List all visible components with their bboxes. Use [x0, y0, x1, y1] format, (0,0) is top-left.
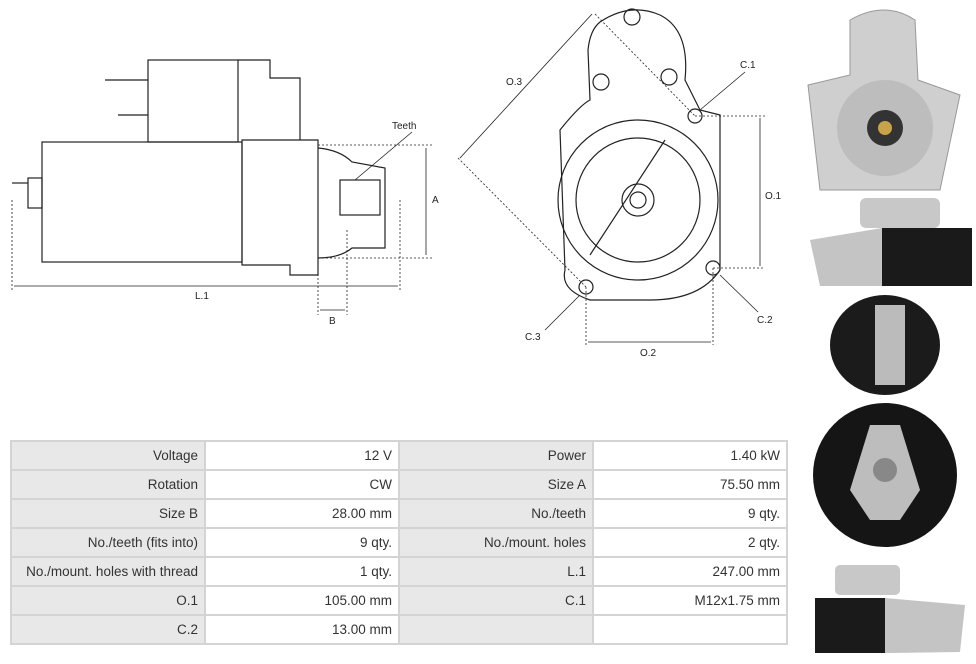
spec-label: Size A — [398, 469, 594, 500]
spec-row: No./teeth (fits into)9 qty.No./mount. ho… — [10, 527, 788, 558]
spec-label: L.1 — [398, 556, 594, 587]
label-b: B — [329, 316, 336, 327]
spec-value: 13.00 mm — [204, 614, 400, 645]
spec-label — [398, 614, 594, 645]
spec-value — [592, 614, 788, 645]
spec-value: 247.00 mm — [592, 556, 788, 587]
technical-drawing: Teeth A L.1 B O.3 C.1 O.1 C.2 C.3 O.2 — [11, 8, 782, 359]
photo-rear — [813, 295, 957, 547]
label-l1: L.1 — [195, 291, 209, 302]
photo-front — [807, 9, 961, 191]
spec-value: 75.50 mm — [592, 469, 788, 500]
spec-label: Rotation — [10, 469, 206, 500]
label-teeth: Teeth — [392, 121, 416, 132]
spec-label: C.1 — [398, 585, 594, 616]
spec-value: 9 qty. — [204, 527, 400, 558]
spec-value: M12x1.75 mm — [592, 585, 788, 616]
spec-value: 12 V — [204, 440, 400, 471]
spec-value: 1 qty. — [204, 556, 400, 587]
side-view-drawing — [12, 59, 386, 276]
label-a: A — [432, 195, 439, 206]
spec-value: 28.00 mm — [204, 498, 400, 529]
spec-label: C.2 — [10, 614, 206, 645]
spec-value: 105.00 mm — [204, 585, 400, 616]
spec-value: 9 qty. — [592, 498, 788, 529]
spec-label: No./teeth (fits into) — [10, 527, 206, 558]
spec-label: O.1 — [10, 585, 206, 616]
spec-label: Size B — [10, 498, 206, 529]
spec-label: Power — [398, 440, 594, 471]
front-view-drawing — [557, 8, 721, 301]
product-photos — [807, 9, 972, 653]
spec-label: No./mount. holes — [398, 527, 594, 558]
label-c3: C.3 — [525, 332, 541, 343]
spec-value: 2 qty. — [592, 527, 788, 558]
photo-side-top — [810, 198, 972, 286]
spec-value: CW — [204, 469, 400, 500]
spec-label: No./mount. holes with thread — [10, 556, 206, 587]
spec-label: No./teeth — [398, 498, 594, 529]
label-o2: O.2 — [640, 348, 657, 359]
label-c1: C.1 — [740, 60, 756, 71]
spec-value: 1.40 kW — [592, 440, 788, 471]
label-o3: O.3 — [506, 77, 523, 88]
photo-side-bottom — [815, 565, 965, 653]
spec-label: Voltage — [10, 440, 206, 471]
label-c2: C.2 — [757, 315, 773, 326]
label-o1: O.1 — [765, 191, 782, 202]
